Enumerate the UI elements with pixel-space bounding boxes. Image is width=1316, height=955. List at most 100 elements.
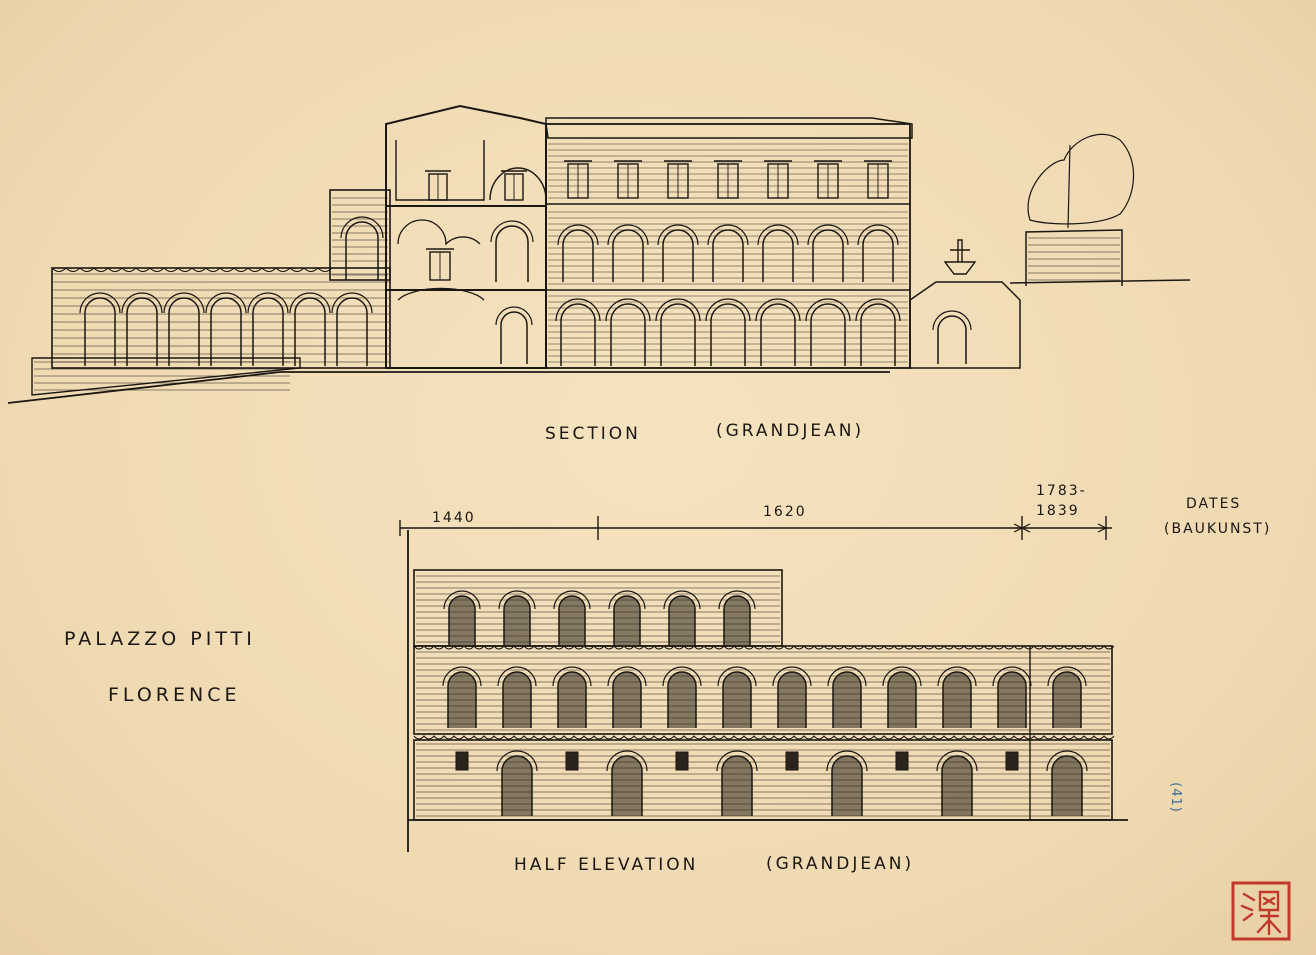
arch-ring: [490, 220, 534, 243]
arch-ring: [331, 292, 373, 314]
arch-ring: [555, 298, 601, 322]
middle-window-arch: [502, 671, 532, 728]
arch-ring: [205, 292, 247, 314]
ground-door-arch: [611, 755, 643, 816]
section-vault-low: [397, 287, 485, 301]
terrace-steps: [31, 357, 301, 396]
grotto-niche: [937, 315, 967, 364]
ground-arch: [760, 303, 796, 366]
middle-arch: [762, 229, 794, 282]
ground-arch: [610, 303, 646, 366]
arch-ring: [662, 666, 702, 687]
middle-arch: [712, 229, 744, 282]
ground-arch: [560, 303, 596, 366]
arch-ring: [826, 750, 868, 772]
arch-ring: [663, 590, 701, 610]
arch-ring: [932, 310, 972, 331]
elevation-caption: HALF ELEVATION: [514, 855, 699, 875]
garden-bank: [1025, 229, 1123, 286]
arch-ring: [553, 590, 591, 610]
terrace-arch: [294, 297, 326, 366]
red-square-seal-icon: [1231, 881, 1291, 941]
middle-window-arch: [777, 671, 807, 728]
arch-ring: [498, 590, 536, 610]
arch-ring: [705, 298, 751, 322]
top-window-arch: [613, 595, 641, 646]
date-1839: 1839: [1036, 503, 1080, 519]
title-palazzo-pitti: PALAZZO PITTI: [64, 628, 256, 650]
terrace-arch: [126, 297, 158, 366]
middle-window-arch: [887, 671, 917, 728]
middle-storey: [413, 645, 1113, 735]
ground-small-window: [565, 751, 579, 771]
arch-ring: [340, 216, 384, 239]
arch-ring: [936, 750, 978, 772]
arch-ring: [606, 750, 648, 772]
middle-window-arch: [942, 671, 972, 728]
arch-ring: [557, 224, 599, 246]
terrace-arch: [84, 297, 116, 366]
arch-ring: [718, 590, 756, 610]
terrace-crenellation: [51, 267, 333, 272]
arch-ring: [608, 590, 646, 610]
ground-storey: [413, 739, 1113, 821]
section-arch: [495, 225, 529, 282]
middle-arch: [562, 229, 594, 282]
ground-small-window: [895, 751, 909, 771]
ground-door-arch: [721, 755, 753, 816]
arch-ring: [882, 666, 922, 687]
terrace-arch: [168, 297, 200, 366]
arch-ring: [443, 590, 481, 610]
section-vault: [489, 167, 547, 201]
ground-small-window: [455, 751, 469, 771]
arch-ring: [937, 666, 977, 687]
date-1620: 1620: [763, 504, 807, 520]
middle-window-arch: [832, 671, 862, 728]
arch-ring: [163, 292, 205, 314]
elevation-author: (GRANDJEAN): [766, 854, 915, 874]
arch-ring: [79, 292, 121, 314]
middle-arch: [612, 229, 644, 282]
page-number: (41): [1167, 782, 1183, 813]
date-1440: 1440: [432, 510, 476, 526]
arch-ring: [495, 306, 533, 326]
date-1783: 1783-: [1036, 483, 1087, 499]
terrace-arch: [210, 297, 242, 366]
arch-ring: [247, 292, 289, 314]
cornice: [545, 117, 913, 139]
arch-ring: [442, 666, 482, 687]
timeline-arrows: [1013, 523, 1108, 533]
arch-ring: [497, 666, 537, 687]
arch-ring: [1047, 666, 1087, 687]
main-facade: [545, 123, 911, 369]
terrace-arch: [252, 297, 284, 366]
middle-window-arch: [997, 671, 1027, 728]
middle-window-arch: [667, 671, 697, 728]
arch-ring: [655, 298, 701, 322]
arch-ring: [755, 298, 801, 322]
arch-ring: [707, 224, 749, 246]
ground-arch: [660, 303, 696, 366]
arch-ring: [496, 750, 538, 772]
ground-door-arch: [831, 755, 863, 816]
top-window-arch: [503, 595, 531, 646]
arch-ring: [857, 224, 899, 246]
middle-arch: [812, 229, 844, 282]
middle-window-arch: [612, 671, 642, 728]
ground-arch: [810, 303, 846, 366]
ground-door-arch: [941, 755, 973, 816]
date-timeline: [399, 516, 1112, 540]
middle-window-arch: [1052, 671, 1082, 728]
arch-ring: [855, 298, 901, 322]
balustrade: [413, 735, 1115, 740]
ground-arch: [860, 303, 896, 366]
arch-ring: [805, 298, 851, 322]
grotto-wall: [909, 281, 1021, 369]
ground-small-window: [1005, 751, 1019, 771]
section-room: [395, 140, 485, 201]
ground-door-arch: [1051, 755, 1083, 816]
side-arch: [345, 221, 379, 280]
section-drawing: [7, 104, 1191, 404]
dates-heading: DATES: [1186, 496, 1242, 512]
